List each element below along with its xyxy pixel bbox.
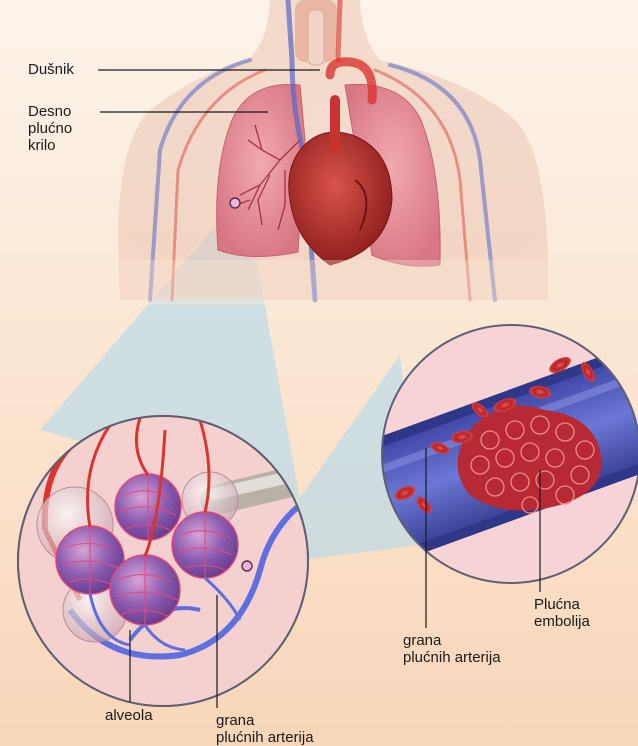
label-artery-branch-left: grana plućnih arterija <box>216 712 314 746</box>
label-right-lung: Desno plućno krilo <box>28 103 72 154</box>
label-trachea: Dušnik <box>28 61 74 78</box>
label-pulmonary-embolism: Plućna embolija <box>534 596 590 630</box>
label-alveola: alveola <box>105 707 153 724</box>
zoom-marker <box>230 198 240 208</box>
zoom-marker-small <box>242 561 252 571</box>
torso-illustration <box>118 0 550 305</box>
label-artery-branch-right: grana plućnih arterija <box>403 632 501 666</box>
